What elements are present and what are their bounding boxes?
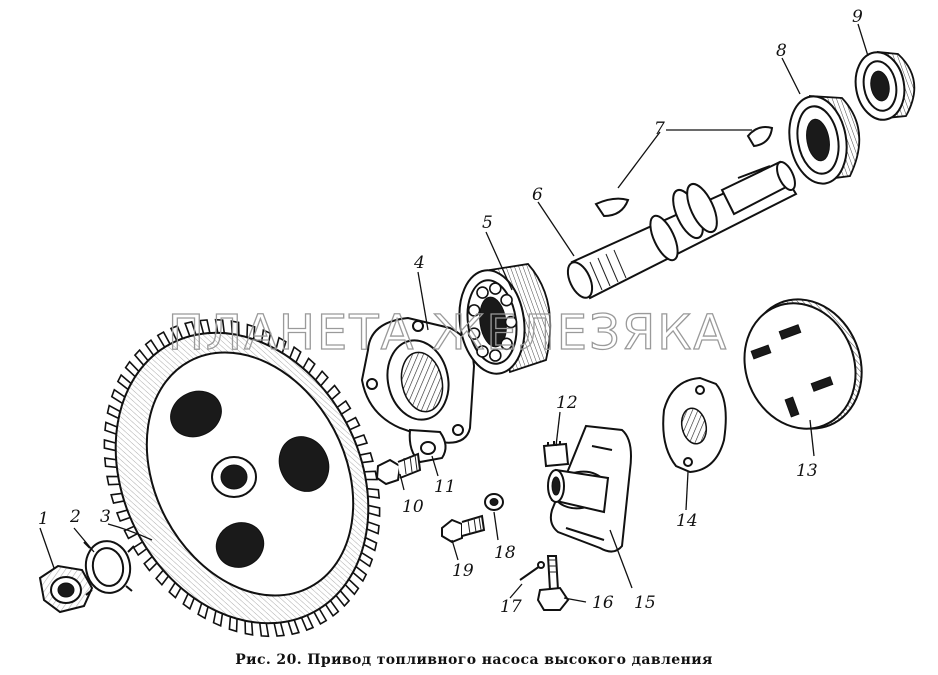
part-label-9: 9: [852, 7, 863, 27]
gear-tooth: [366, 520, 380, 535]
leader-lines: [39, 23, 869, 603]
bolt-part-10: [375, 452, 422, 486]
bearing-ball: [488, 282, 502, 295]
part-label-11: 11: [434, 477, 456, 497]
part-label-16: 16: [592, 593, 614, 613]
coupling-disc-part-13: [743, 298, 863, 430]
ball-bearing-part-5: [458, 263, 552, 375]
bearing-ball: [500, 337, 513, 351]
part-label-15: 15: [634, 593, 656, 613]
gear-tooth: [273, 621, 285, 637]
bearing-ball: [467, 327, 481, 340]
bearing-ball: [504, 315, 518, 329]
part-label-4: 4: [413, 253, 425, 273]
roller-bearing-part-8: [788, 95, 861, 185]
part-label-8: 8: [776, 41, 787, 61]
figure-caption: Рис. 20. Привод топливного насоса высоко…: [235, 652, 713, 668]
gear-tooth: [287, 618, 300, 636]
washer-part-18: [484, 493, 504, 511]
part-label-10: 10: [402, 497, 424, 517]
woodruff-key-part-7: [594, 126, 774, 218]
gear-tooth: [103, 438, 117, 452]
bearing-ball: [488, 349, 502, 362]
part-label-3: 3: [100, 507, 111, 527]
bearing-part-9: [854, 50, 916, 121]
clamp-bracket-part-15: [547, 424, 632, 553]
flange-part-4: [360, 316, 476, 444]
bolt-part-16: [536, 555, 570, 611]
gear-tooth: [258, 622, 270, 638]
part-label-17: 17: [500, 597, 522, 617]
bolt-part-19: [441, 514, 486, 544]
gear-tooth: [103, 457, 118, 469]
part-label-2: 2: [69, 507, 81, 527]
gear-wheel-part-3: [103, 318, 381, 638]
part-label-6: 6: [532, 185, 543, 205]
part-label-5: 5: [482, 213, 493, 233]
part-label-18: 18: [494, 543, 516, 563]
part-label-19: 19: [452, 561, 474, 581]
castle-nut-part-12: [542, 441, 570, 468]
bearing-ball: [476, 286, 489, 299]
part-label-1: 1: [38, 509, 49, 529]
mounting-plate-part-14: [662, 376, 727, 474]
gear-tooth: [366, 487, 381, 499]
nut-part-1: [38, 564, 94, 614]
bearing-ball: [500, 293, 513, 307]
bearing-balls: [467, 282, 518, 362]
bearing-ball: [467, 304, 481, 317]
gear-tooth: [104, 421, 118, 436]
drive-shaft-part-6: [566, 160, 798, 300]
bearing-ball: [476, 345, 489, 358]
cotter-pin-part-17: [519, 561, 545, 581]
lock-washer-part-2: [83, 540, 135, 596]
watermark-text: ПЛАНЕТА ЖЕЛЕЗЯКА: [168, 305, 728, 361]
part-label-7: 7: [654, 119, 665, 139]
part-label-13: 13: [796, 461, 818, 481]
part-label-14: 14: [676, 511, 698, 531]
gear-tooth: [367, 504, 381, 518]
part-label-12: 12: [556, 393, 578, 413]
